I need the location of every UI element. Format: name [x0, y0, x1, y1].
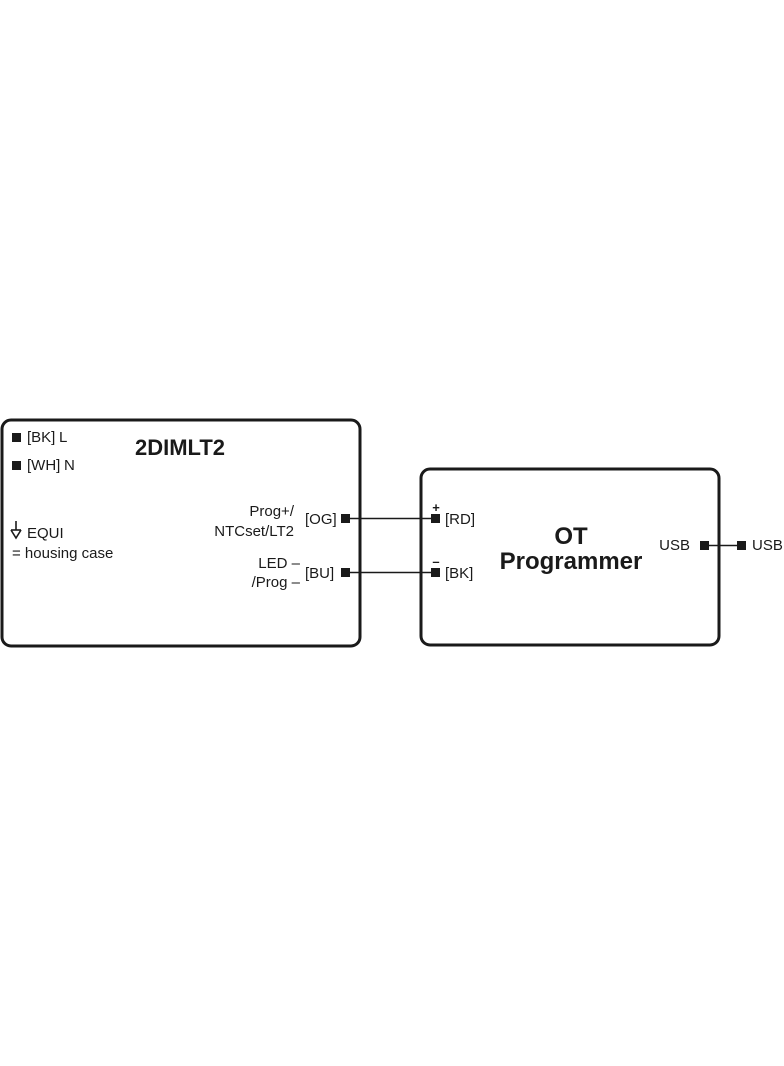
pin-bu-code: [BU] — [305, 565, 334, 582]
terminal-external-usb — [737, 541, 746, 550]
programmer-usb-label: USB — [659, 537, 690, 554]
pin-wh-name: N — [64, 457, 75, 474]
pin-wh-code: [WH] — [27, 457, 60, 474]
external-usb-label: USB — [752, 537, 783, 554]
pin-rd-code: [RD] — [445, 511, 475, 528]
pin-bk-name: L — [59, 429, 67, 446]
pin-og-line1: Prog+/ — [249, 503, 294, 520]
programmer-title-line2: Programmer — [500, 548, 643, 575]
programmer-box — [419, 467, 721, 647]
driver-box — [0, 418, 362, 648]
equi-label: EQUI — [27, 525, 64, 542]
driver-title: 2DIMLT2 — [135, 435, 225, 460]
pin-minus-sign: – — [432, 554, 439, 569]
pin-bu-line2: /Prog – — [252, 574, 301, 591]
terminal-wh-n — [12, 461, 21, 470]
equi-note: = housing case — [12, 545, 113, 562]
pin-bk-code: [BK] — [27, 429, 55, 446]
pin-prog-bk-code: [BK] — [445, 565, 473, 582]
terminal-og — [341, 514, 350, 523]
terminal-programmer-usb — [700, 541, 709, 550]
terminal-prog-bk — [431, 568, 440, 577]
terminal-bu — [341, 568, 350, 577]
pin-bu-line1: LED – — [258, 555, 300, 572]
programmer-title-line1: OT — [554, 523, 588, 550]
terminal-bk-l — [12, 433, 21, 442]
ground-icon — [10, 521, 22, 540]
pin-og-code: [OG] — [305, 511, 337, 528]
terminal-rd — [431, 514, 440, 523]
pin-plus-sign: + — [432, 500, 440, 515]
pin-og-line2: NTCset/LT2 — [214, 523, 294, 540]
